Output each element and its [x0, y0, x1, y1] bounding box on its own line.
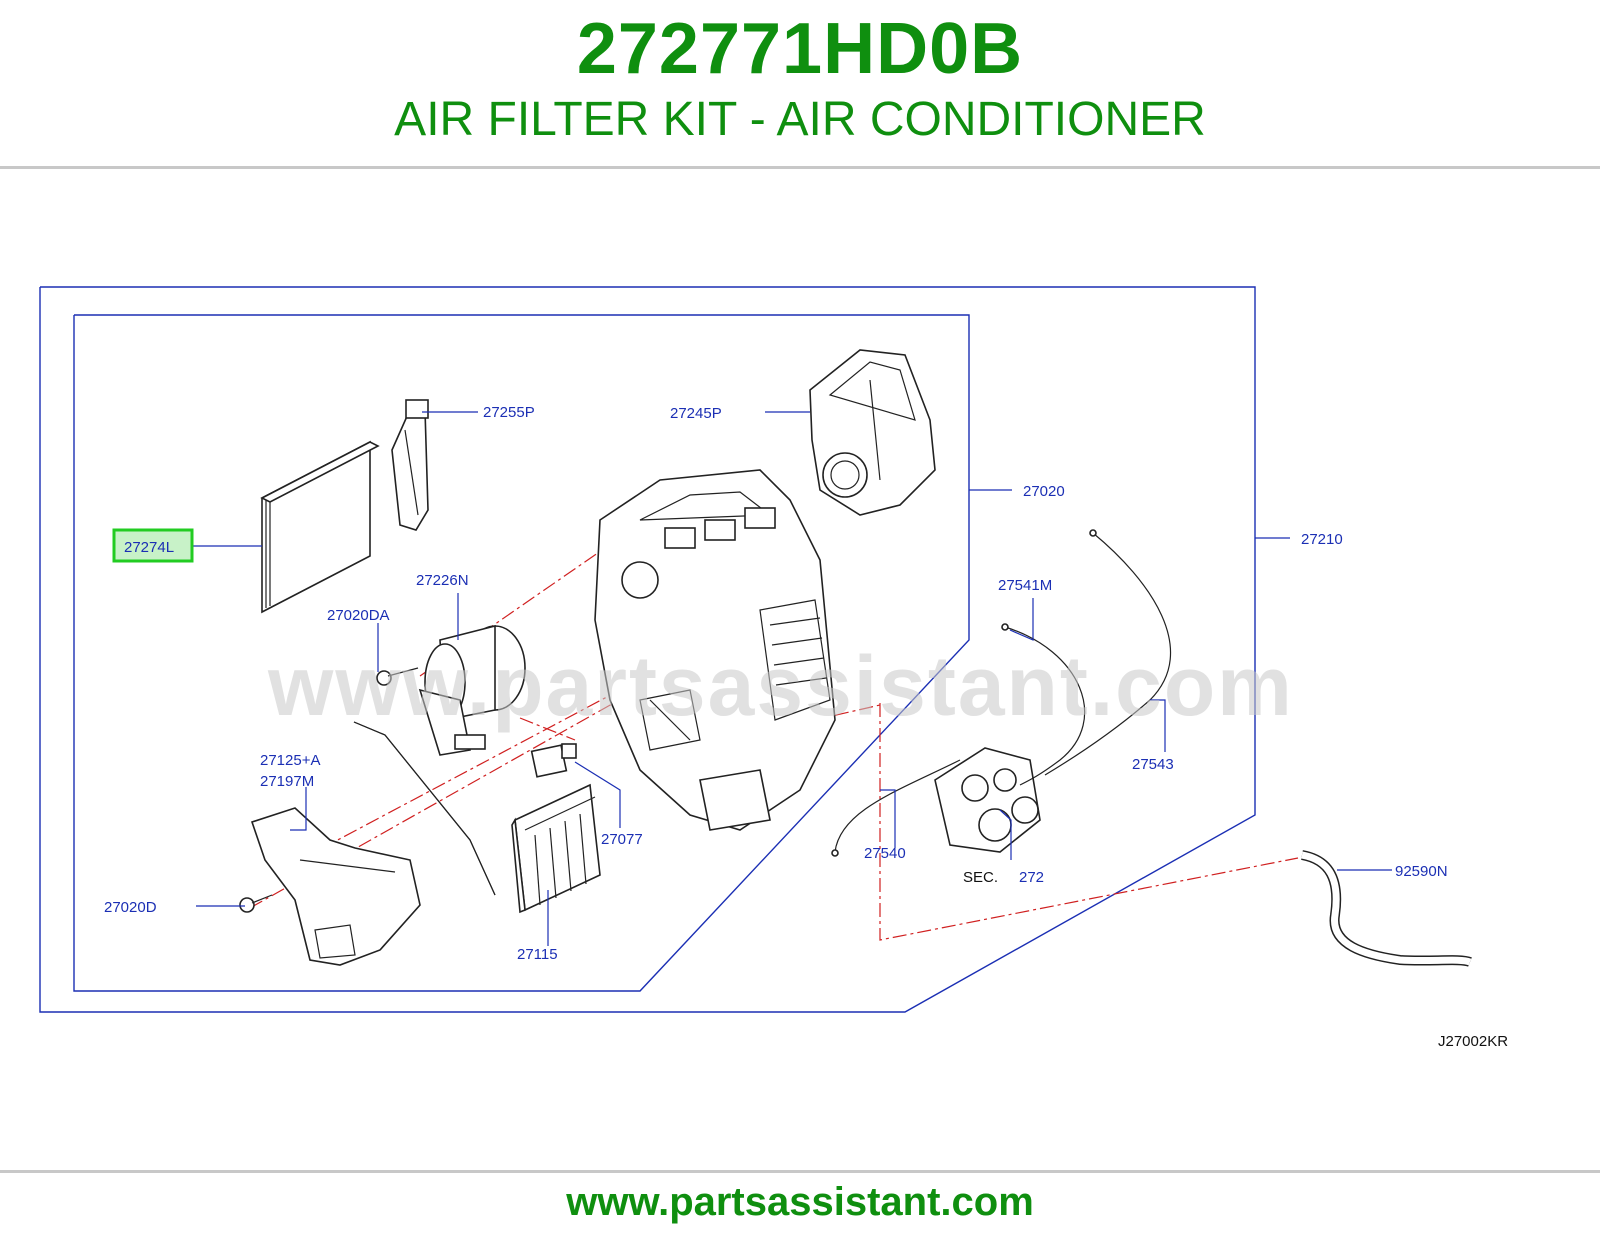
control-cables[interactable]	[831, 529, 1172, 857]
leader-lines	[193, 411, 1392, 946]
hvac-unit-part[interactable]	[594, 469, 836, 831]
cabin-filter-part[interactable]	[260, 440, 380, 614]
footer-url-link[interactable]: www.partsassistant.com	[566, 1180, 1034, 1224]
section-prefix: SEC.	[963, 869, 998, 886]
parts-diagram: 27274L 27255P 27245P 27020 27210 27226N …	[0, 170, 1600, 1168]
screw-27020d-part[interactable]	[239, 894, 273, 913]
bracket-27255p-part[interactable]	[391, 399, 429, 531]
inner-frame	[73, 314, 970, 992]
page-header: 272771HD0B AIR FILTER KIT - AIR CONDITIO…	[0, 0, 1600, 168]
callout-27197m[interactable]: 27197M	[260, 773, 314, 790]
callout-27245p[interactable]: 27245P	[670, 405, 722, 422]
diagram-canvas: 27274L 27255P 27245P 27020 27210 27226N …	[39, 286, 1508, 1050]
callout-27210[interactable]: 27210	[1301, 531, 1343, 548]
blower-motor-part[interactable]	[418, 624, 526, 756]
drain-hose-part[interactable]	[1300, 850, 1472, 967]
callout-27115[interactable]: 27115	[517, 946, 558, 963]
callout-27125a[interactable]: 27125+A	[260, 752, 320, 769]
screw-27020da-part[interactable]	[376, 667, 419, 686]
callout-27020d[interactable]: 27020D	[104, 899, 157, 916]
callout-27541m[interactable]: 27541M	[998, 577, 1052, 594]
outer-frame	[39, 286, 1256, 1013]
intake-case-part[interactable]	[809, 349, 936, 516]
callout-27077[interactable]: 27077	[601, 831, 643, 848]
foot-duct-part[interactable]	[250, 807, 421, 966]
heater-core-part[interactable]	[353, 721, 601, 914]
header-divider	[0, 166, 1600, 169]
footer-divider	[0, 1170, 1600, 1173]
watermark-text: www.partsassistant.com	[267, 639, 1294, 733]
callout-27540[interactable]: 27540	[864, 845, 906, 862]
drawing-code: J27002KR	[1438, 1033, 1508, 1050]
callout-27226n[interactable]: 27226N	[416, 572, 469, 589]
callout-27020da[interactable]: 27020DA	[327, 607, 390, 624]
part-number-title: 272771HD0B	[576, 9, 1024, 89]
highlighted-part-box[interactable]	[112, 528, 194, 563]
callout-27255p[interactable]: 27255P	[483, 404, 535, 421]
section-ref-272[interactable]: 272	[1019, 869, 1044, 886]
callout-92590n[interactable]: 92590N	[1395, 863, 1448, 880]
actuator-27077-part[interactable]	[530, 743, 577, 778]
callout-27020[interactable]: 27020	[1023, 483, 1065, 500]
callout-27274l[interactable]: 27274L	[124, 539, 174, 556]
control-panel-part[interactable]	[934, 747, 1041, 853]
callout-27543[interactable]: 27543	[1132, 756, 1174, 773]
part-description: AIR FILTER KIT - AIR CONDITIONER	[394, 93, 1206, 146]
